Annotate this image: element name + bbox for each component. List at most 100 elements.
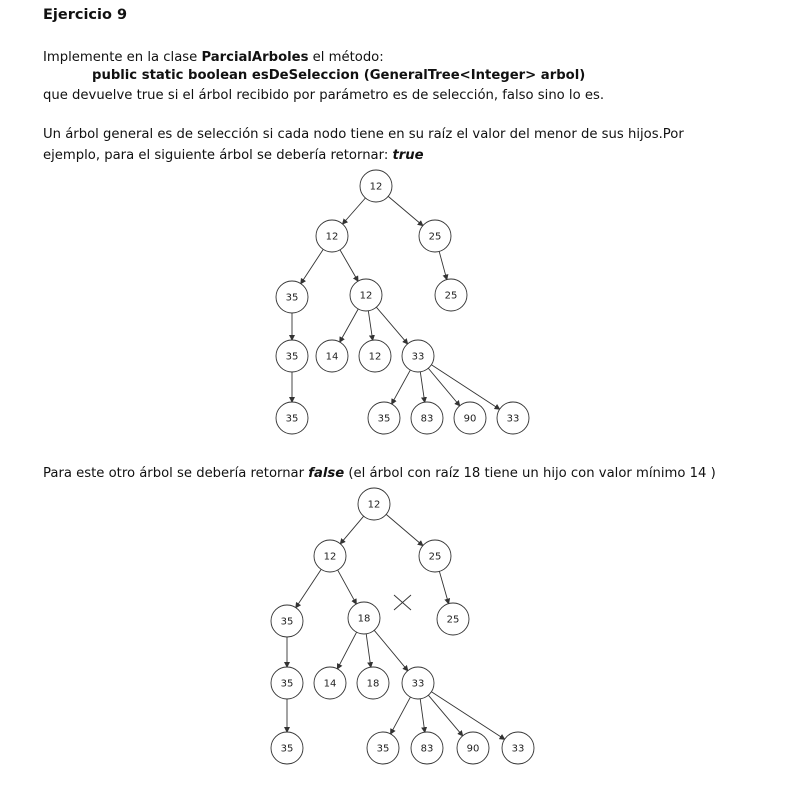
tree-node: 83 bbox=[410, 401, 444, 435]
tree-edge bbox=[390, 696, 411, 735]
tree-node-circle bbox=[356, 666, 390, 700]
tree-node: 90 bbox=[456, 731, 490, 765]
tree-edge bbox=[295, 569, 322, 609]
tree-node-circle bbox=[501, 731, 535, 765]
tree-node: 12 bbox=[359, 169, 393, 203]
tree-node-circle bbox=[410, 401, 444, 435]
tree-node-value: 90 bbox=[467, 744, 480, 755]
tree-node: 33 bbox=[496, 401, 530, 435]
tree-node-circle bbox=[434, 278, 468, 312]
example2-post: (el árbol con raíz 18 tiene un hijo con … bbox=[344, 466, 716, 481]
tree-node-value: 12 bbox=[360, 291, 373, 302]
tree-node-circle bbox=[401, 666, 435, 700]
tree-node-value: 18 bbox=[358, 614, 371, 625]
tree-node-circle bbox=[313, 539, 347, 573]
tree-node-value: 33 bbox=[412, 679, 425, 690]
tree-node-circle bbox=[367, 401, 401, 435]
intro-post: el método: bbox=[308, 50, 384, 65]
class-name: ParcialArboles bbox=[201, 50, 309, 65]
tree-node-circle bbox=[270, 666, 304, 700]
tree-edge bbox=[339, 249, 359, 283]
method-description: que devuelve true si el árbol recibido p… bbox=[43, 88, 605, 103]
tree-node: 35 bbox=[275, 280, 309, 314]
tree-node-value: 83 bbox=[421, 744, 434, 755]
tree-edge bbox=[337, 569, 357, 605]
tree-node-value: 18 bbox=[367, 679, 380, 690]
tree-node: 35 bbox=[367, 401, 401, 435]
tree-node: 18 bbox=[356, 666, 390, 700]
tree-edge bbox=[373, 630, 409, 672]
tree-node-circle bbox=[275, 401, 309, 435]
tree-node-circle bbox=[275, 280, 309, 314]
tree-edge bbox=[365, 633, 374, 669]
tree-node-value: 12 bbox=[326, 232, 339, 243]
tree-node: 33 bbox=[401, 666, 435, 700]
method-signature: public static boolean esDeSeleccion (Gen… bbox=[92, 68, 586, 83]
tree-edge bbox=[427, 367, 461, 407]
tree-node: 33 bbox=[501, 731, 535, 765]
tree-edge bbox=[419, 698, 428, 734]
tree-node: 35 bbox=[275, 401, 309, 435]
cross-mark-icon bbox=[393, 594, 412, 611]
tree-node-circle bbox=[359, 169, 393, 203]
example1-line: ejemplo, para el siguiente árbol se debe… bbox=[43, 146, 424, 166]
tree-edge bbox=[431, 364, 501, 410]
tree-edge bbox=[438, 571, 451, 605]
tree-edge bbox=[385, 514, 424, 547]
exercise-title: Ejercicio 9 bbox=[43, 7, 128, 23]
tree-node: 14 bbox=[313, 666, 347, 700]
tree-node-value: 12 bbox=[368, 500, 381, 511]
tree-node: 12 bbox=[358, 339, 392, 373]
tree-node: 33 bbox=[401, 339, 435, 373]
tree-node: 12 bbox=[313, 539, 347, 573]
tree-node-circle bbox=[453, 401, 487, 435]
tree-node-value: 35 bbox=[281, 617, 294, 628]
tree-edge bbox=[376, 306, 409, 345]
tree-edge bbox=[419, 371, 427, 404]
tree-node-value: 25 bbox=[447, 615, 460, 626]
intro-line: Implemente en la clase ParcialArboles el… bbox=[43, 48, 384, 68]
definition-line: Un árbol general es de selección si cada… bbox=[43, 127, 684, 142]
tree-node: 83 bbox=[410, 731, 444, 765]
tree-node-circle bbox=[275, 339, 309, 373]
tree-node-circle bbox=[315, 339, 349, 373]
tree-edge bbox=[339, 515, 365, 545]
tree-node-value: 25 bbox=[429, 232, 442, 243]
tree-node: 35 bbox=[270, 731, 304, 765]
tree-node-value: 14 bbox=[324, 679, 337, 690]
tree-node-circle bbox=[418, 219, 452, 253]
tree-node-circle bbox=[270, 604, 304, 638]
tree-node-value: 12 bbox=[324, 552, 337, 563]
tree-node-circle bbox=[357, 487, 391, 521]
tree-node: 12 bbox=[315, 219, 349, 253]
tree-node: 14 bbox=[315, 339, 349, 373]
tree-node-circle bbox=[270, 731, 304, 765]
tree-node-circle bbox=[496, 401, 530, 435]
tree-edge bbox=[341, 197, 366, 225]
tree-edge bbox=[339, 308, 359, 343]
tree-node-value: 33 bbox=[507, 414, 520, 425]
tree-node-value: 35 bbox=[286, 414, 299, 425]
tree-node: 25 bbox=[436, 602, 470, 636]
tree-node-value: 33 bbox=[512, 744, 525, 755]
tree-node-circle bbox=[358, 339, 392, 373]
tree-node-value: 25 bbox=[445, 291, 458, 302]
tree-node-value: 33 bbox=[412, 352, 425, 363]
intro-pre: Implemente en la clase bbox=[43, 50, 202, 65]
tree-node: 35 bbox=[270, 666, 304, 700]
tree-node-value: 35 bbox=[378, 414, 391, 425]
example2-line: Para este otro árbol se debería retornar… bbox=[43, 464, 716, 484]
example2-pre: Para este otro árbol se debería retornar bbox=[43, 466, 309, 481]
tree-node-circle bbox=[436, 602, 470, 636]
tree-node-circle bbox=[418, 539, 452, 573]
tree-node-value: 35 bbox=[286, 352, 299, 363]
tree-node-value: 35 bbox=[377, 744, 390, 755]
tree-node-circle bbox=[315, 219, 349, 253]
example1-result: true bbox=[392, 148, 424, 163]
tree-node: 90 bbox=[453, 401, 487, 435]
tree-node-circle bbox=[366, 731, 400, 765]
tree-edge bbox=[387, 196, 424, 227]
tree-node-circle bbox=[349, 278, 383, 312]
